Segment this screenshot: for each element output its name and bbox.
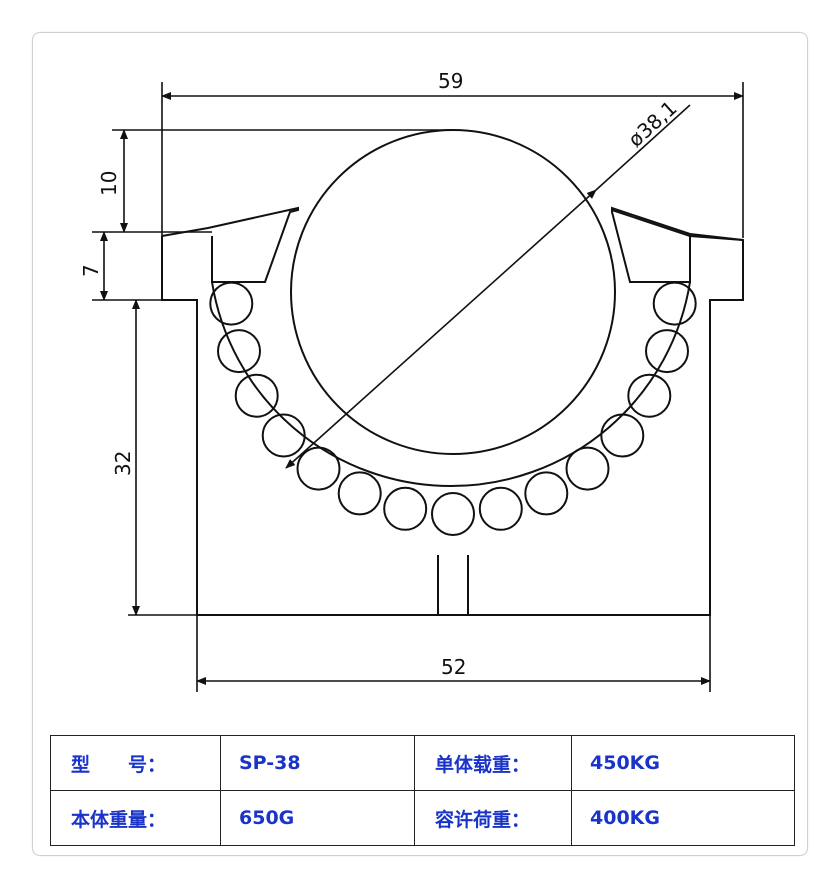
dim-flange-height [92,231,197,301]
support-ball [645,329,689,374]
spec-value: 650G [220,790,415,846]
spec-value: SP-38 [220,735,415,791]
housing-outline [161,206,744,616]
support-ball [524,471,569,516]
support-ball [652,281,697,326]
spec-value: 400KG [571,790,795,846]
dim-overall-width [161,82,744,238]
support-ball [627,373,672,418]
dim-body-width [196,615,711,692]
dim-ball-diameter [285,104,691,469]
support-ball [383,486,428,531]
support-ball [600,413,645,458]
dim-flange-height-label: 7 [79,264,103,277]
support-ball [478,486,523,531]
spec-label: 本体重量： [50,790,221,846]
dim-body-height-label: 32 [111,451,135,476]
dim-body-height [128,299,197,616]
dim-top-height-label: 10 [97,171,121,196]
support-ball [296,446,341,491]
spec-label: 型 号： [50,735,221,791]
main-ball [290,129,616,455]
dim-body-width-label: 52 [441,655,466,679]
support-ball [217,329,261,374]
support-ball [565,446,610,491]
spec-value: 450KG [571,735,795,791]
support-ball [337,471,382,516]
dim-overall-width-label: 59 [438,69,463,93]
support-ball [209,281,254,326]
dim-top-height [92,129,453,233]
dim-ball-diameter-label: ø38,1 [623,96,681,152]
spec-label: 容许荷重： [414,790,572,846]
spec-label: 单体载重： [414,735,572,791]
support-ball [431,492,475,536]
support-ball [234,373,279,418]
support-ball-ring [209,281,697,536]
support-ball [261,413,306,458]
